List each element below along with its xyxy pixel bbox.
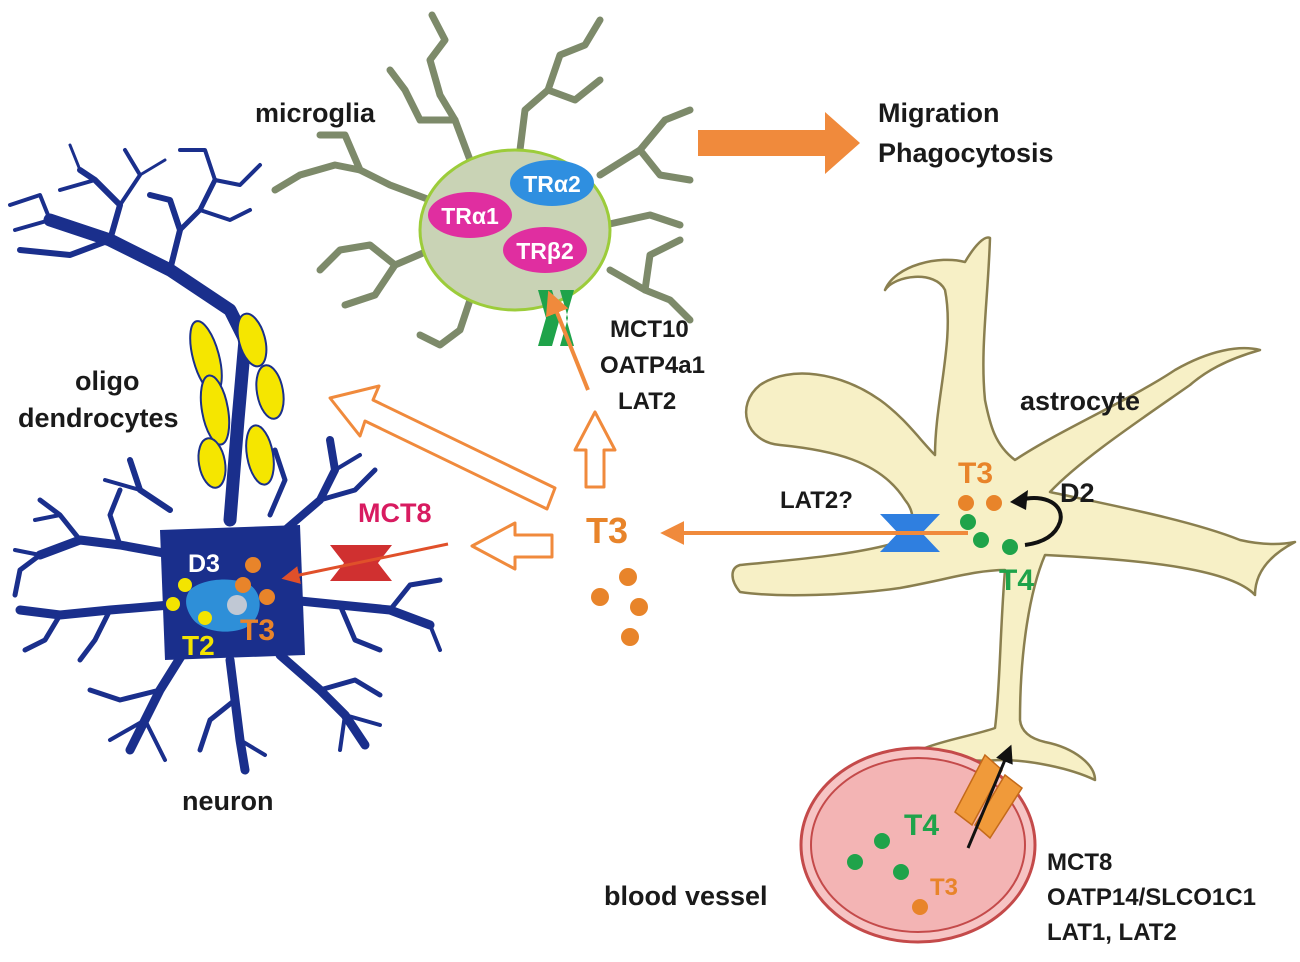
t3-center-label: T3	[586, 510, 628, 551]
d2-label: D2	[1060, 478, 1095, 508]
mct8-neuron-label: MCT8	[358, 498, 432, 528]
neuron-label: neuron	[182, 786, 274, 816]
t3-dot	[235, 577, 251, 593]
t3-vessel-label: T3	[930, 874, 958, 901]
phagocytosis-label: Phagocytosis	[878, 138, 1054, 168]
t4-dot	[1002, 539, 1018, 555]
vessel-uptake-arrow	[966, 744, 1013, 849]
microglia-cell: TRα2 TRα1 TRβ2	[271, 11, 694, 349]
mct10-label: MCT10	[610, 316, 689, 343]
hollow-arrow-to-microglia	[573, 410, 617, 489]
astrocyte-cell	[731, 236, 1297, 782]
t2-dot	[198, 611, 212, 625]
t4-dot	[874, 833, 890, 849]
t3-dot	[621, 628, 639, 646]
t2-dot	[178, 578, 192, 592]
t3-dot	[958, 495, 974, 511]
t3-dot	[591, 588, 609, 606]
lat2-q-label: LAT2?	[780, 487, 853, 514]
oatp4a1-label: OATP4a1	[600, 352, 705, 379]
migration-label: Migration	[878, 98, 1000, 128]
oligodendrocytes	[189, 312, 285, 489]
d3-label: D3	[188, 550, 220, 578]
t4-vessel-label: T4	[904, 809, 939, 842]
t3-to-microglia-arrow	[545, 290, 590, 391]
t3-dot	[619, 568, 637, 586]
t3-dot	[245, 557, 261, 573]
hollow-arrow-to-oligodendrocytes	[328, 384, 557, 511]
mct8-vessel-label: MCT8	[1047, 849, 1112, 876]
mct8-uptake-arrow	[281, 542, 449, 584]
tr-alpha1-label: TRα1	[441, 203, 499, 229]
microglia-label: microglia	[255, 98, 376, 128]
t3-dot	[986, 495, 1002, 511]
t4-dot	[893, 864, 909, 880]
astrocyte-label: astrocyte	[1020, 386, 1140, 416]
d2-arrowhead	[1010, 490, 1028, 510]
lat2-label: LAT2	[618, 388, 676, 415]
tr-alpha2-badge	[510, 160, 594, 206]
tr-alpha1-badge	[428, 192, 512, 238]
t3-dot	[259, 589, 275, 605]
oligo-label-line2: dendrocytes	[18, 403, 179, 433]
t3-neuron-label: T3	[240, 614, 275, 647]
t4-dot	[973, 532, 989, 548]
microglia-processes	[271, 11, 694, 349]
oatp14-label: OATP14/SLCO1C1	[1047, 884, 1256, 911]
t3-dot	[630, 598, 648, 616]
t2-dot	[166, 597, 180, 611]
t4-dot	[847, 854, 863, 870]
t4-astro-label: T4	[999, 564, 1034, 597]
blood-vessel-label: blood vessel	[604, 881, 768, 911]
tr-beta2-label: TRβ2	[516, 238, 574, 264]
t4-dot	[960, 514, 976, 530]
oligo-label-line1: oligo	[75, 366, 139, 396]
neuron-cell	[8, 143, 443, 775]
t3-astro-label: T3	[958, 457, 993, 490]
tr-alpha2-label: TRα2	[523, 171, 581, 197]
hollow-arrow-to-neuron	[470, 521, 554, 571]
d2-conversion-arrow	[1019, 495, 1063, 547]
t3-dot	[912, 899, 928, 915]
tr-beta2-badge	[503, 227, 587, 273]
neuron-nucleolus	[227, 595, 247, 615]
t2-label: T2	[182, 630, 215, 661]
lat1-lat2-label: LAT1, LAT2	[1047, 919, 1177, 946]
migration-arrow	[698, 112, 860, 174]
